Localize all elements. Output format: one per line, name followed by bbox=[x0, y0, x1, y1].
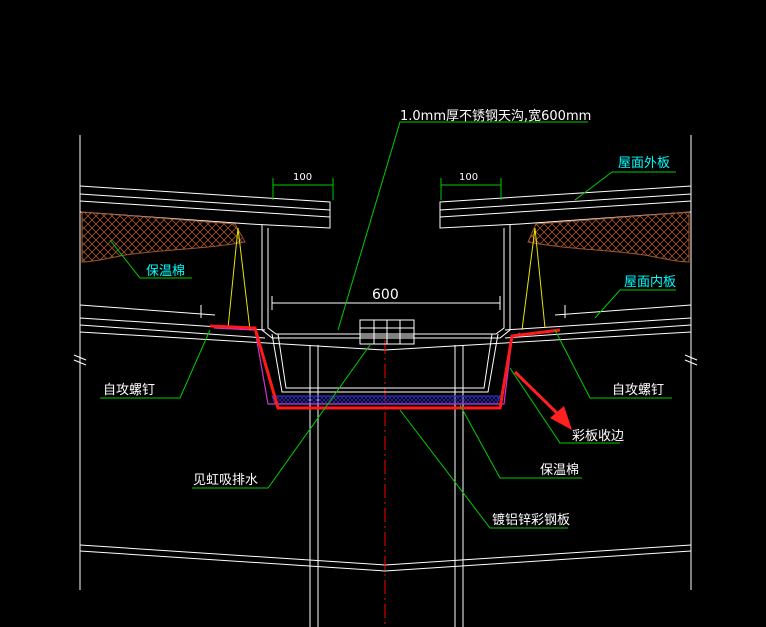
gutter-insulation bbox=[271, 395, 501, 405]
galvalume-panel-label: 镀铝锌彩钢板 bbox=[492, 512, 570, 528]
frame-lines bbox=[73, 135, 698, 590]
insulation-left bbox=[81, 211, 246, 263]
galvalume-sheet bbox=[213, 327, 521, 405]
gutter-spec-label: 1.0mm厚不锈钢天沟,宽600mm bbox=[400, 108, 591, 124]
color-panel-flashing bbox=[209, 324, 561, 410]
leader-lines bbox=[100, 121, 676, 529]
screw-right-label: 自攻螺钉 bbox=[612, 383, 664, 398]
overlap-label-right: 100 bbox=[459, 172, 478, 183]
inner-roof-panel-left bbox=[79, 304, 266, 339]
overlap-label-left: 100 bbox=[293, 172, 312, 183]
inner-roof-panel-label: 屋面内板 bbox=[624, 274, 676, 290]
stainless-gutter bbox=[261, 225, 511, 393]
siphon-drain-label: 见虹吸排水 bbox=[193, 473, 258, 488]
insulation-left-label: 保温棉 bbox=[146, 264, 185, 279]
yellow-supports bbox=[227, 227, 546, 331]
gutter-width-dimension bbox=[271, 296, 501, 310]
screw-ticks bbox=[200, 305, 566, 318]
flashing-label: 彩板收边 bbox=[572, 429, 624, 444]
outer-roof-panel-left bbox=[79, 185, 331, 229]
gutter-width-label: 600 bbox=[372, 287, 399, 303]
inner-roof-panel-right bbox=[504, 304, 692, 339]
outer-roof-panel-right bbox=[439, 185, 692, 229]
siphon-drain-grid bbox=[359, 319, 415, 345]
insulation-right bbox=[527, 211, 690, 263]
insulation-bottom-label: 保温棉 bbox=[540, 463, 579, 478]
red-arrow-icon bbox=[513, 370, 572, 430]
screw-left-label: 自攻螺钉 bbox=[103, 383, 155, 398]
overlap-dimension-right bbox=[440, 178, 502, 200]
overlap-dimension-left bbox=[272, 178, 334, 200]
outer-roof-panel-label: 屋面外板 bbox=[618, 156, 670, 171]
